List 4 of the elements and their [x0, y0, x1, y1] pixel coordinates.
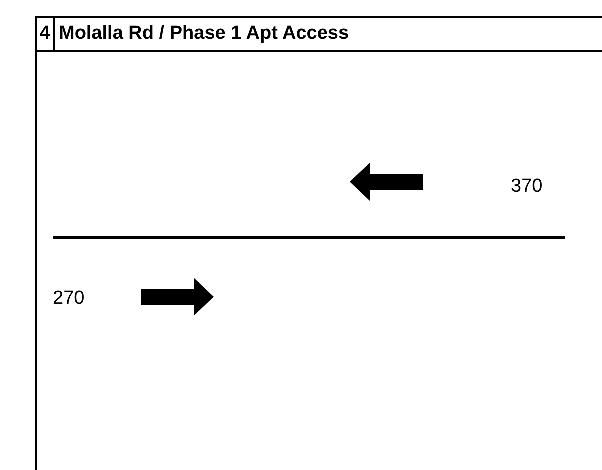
intersection-title: Molalla Rd / Phase 1 Apt Access: [59, 22, 350, 46]
traffic-volume: 270: [53, 288, 85, 310]
traffic-volume: 370: [511, 176, 543, 198]
intersection-number: 4: [37, 18, 55, 50]
